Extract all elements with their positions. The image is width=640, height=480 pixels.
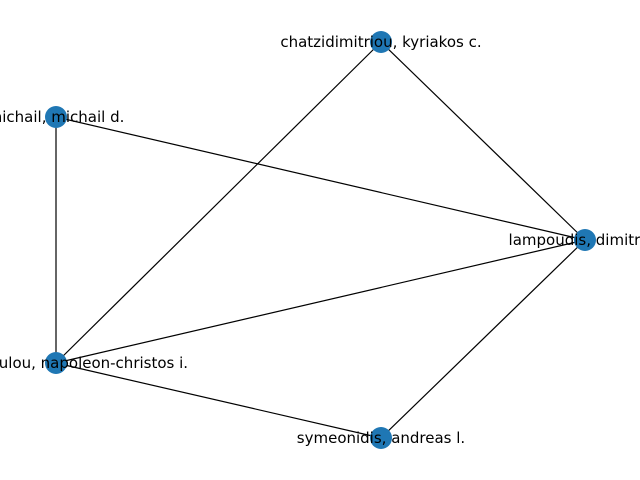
node-lampoudis (574, 229, 596, 251)
edge-chatzidimitriou-napoleon (55, 41, 382, 364)
edge-chatzidimitriou-lampoudis (380, 41, 586, 241)
edges-layer (55, 41, 586, 439)
edge-michail-lampoudis (55, 116, 586, 241)
node-label-lampoudis: lampoudis, dimitrios (509, 231, 640, 249)
edge-napoleon-symeonidis (55, 362, 382, 439)
node-label-chatzidimitriou: chatzidimitriou, kyriakos c. (280, 33, 481, 51)
node-label-michail: michail, michail d. (0, 108, 124, 126)
node-chatzidimitriou (370, 31, 392, 53)
node-napoleon (45, 352, 67, 374)
labels-layer: chatzidimitriou, kyriakos c. michail, mic… (0, 33, 640, 447)
node-label-napoleon: papadopoulou, napoleon-christos i. (0, 354, 188, 372)
edge-symeonidis-lampoudis (380, 239, 586, 439)
node-label-symeonidis: symeonidis, andreas l. (297, 429, 465, 447)
node-symeonidis (370, 427, 392, 449)
nodes-layer (45, 31, 596, 449)
node-michail (45, 106, 67, 128)
edge-napoleon-lampoudis (55, 239, 586, 364)
